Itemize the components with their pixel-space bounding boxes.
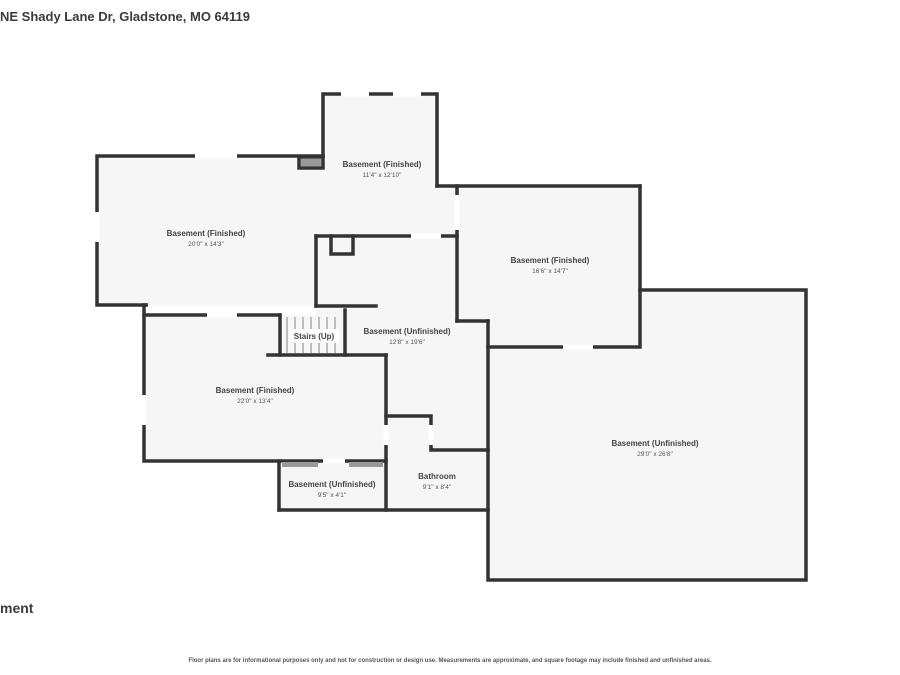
room-center-floor	[316, 235, 488, 450]
stairs-label: Stairs (Up)	[294, 332, 335, 341]
room-dimensions: 29'0" x 26'8"	[637, 451, 673, 458]
room-name: Basement (Unfinished)	[288, 480, 375, 489]
room-dimensions: 20'0" x 14'3"	[188, 241, 224, 248]
room-bath-floor	[386, 416, 488, 510]
disclaimer-text: Floor plans are for informational purpos…	[188, 658, 712, 664]
room-name: Basement (Finished)	[216, 386, 295, 395]
room-dimensions: 12'8" x 19'6"	[389, 339, 425, 346]
floor-level-label: ment	[0, 600, 34, 616]
room-large-floor	[488, 290, 806, 580]
room-name: Basement (Finished)	[343, 160, 422, 169]
room-dimensions: 9'5" x 4'1"	[318, 492, 347, 499]
room-name: Bathroom	[418, 472, 456, 481]
openings	[94, 91, 593, 464]
room-dimensions: 22'0" x 13'4"	[237, 398, 273, 405]
stairs-label-bg	[289, 329, 339, 343]
room-dimensions: 9'1" x 8'4"	[423, 484, 452, 491]
room-dimensions: 16'6" x 14'7"	[532, 268, 568, 275]
room-name: Basement (Finished)	[511, 256, 590, 265]
room-labels: Basement (Finished) 11'4" x 12'10" Basem…	[167, 160, 699, 499]
property-address: NE Shady Lane Dr, Gladstone, MO 64119	[0, 9, 250, 24]
room-top-floor	[97, 94, 457, 306]
room-dimensions: 11'4" x 12'10"	[363, 172, 402, 179]
room-name: Basement (Unfinished)	[363, 327, 450, 336]
closet-hatching	[282, 159, 383, 467]
room-name: Basement (Finished)	[167, 229, 246, 238]
room-small-floor	[279, 461, 386, 510]
room-fills	[97, 94, 806, 580]
room-name: Basement (Unfinished)	[611, 439, 698, 448]
